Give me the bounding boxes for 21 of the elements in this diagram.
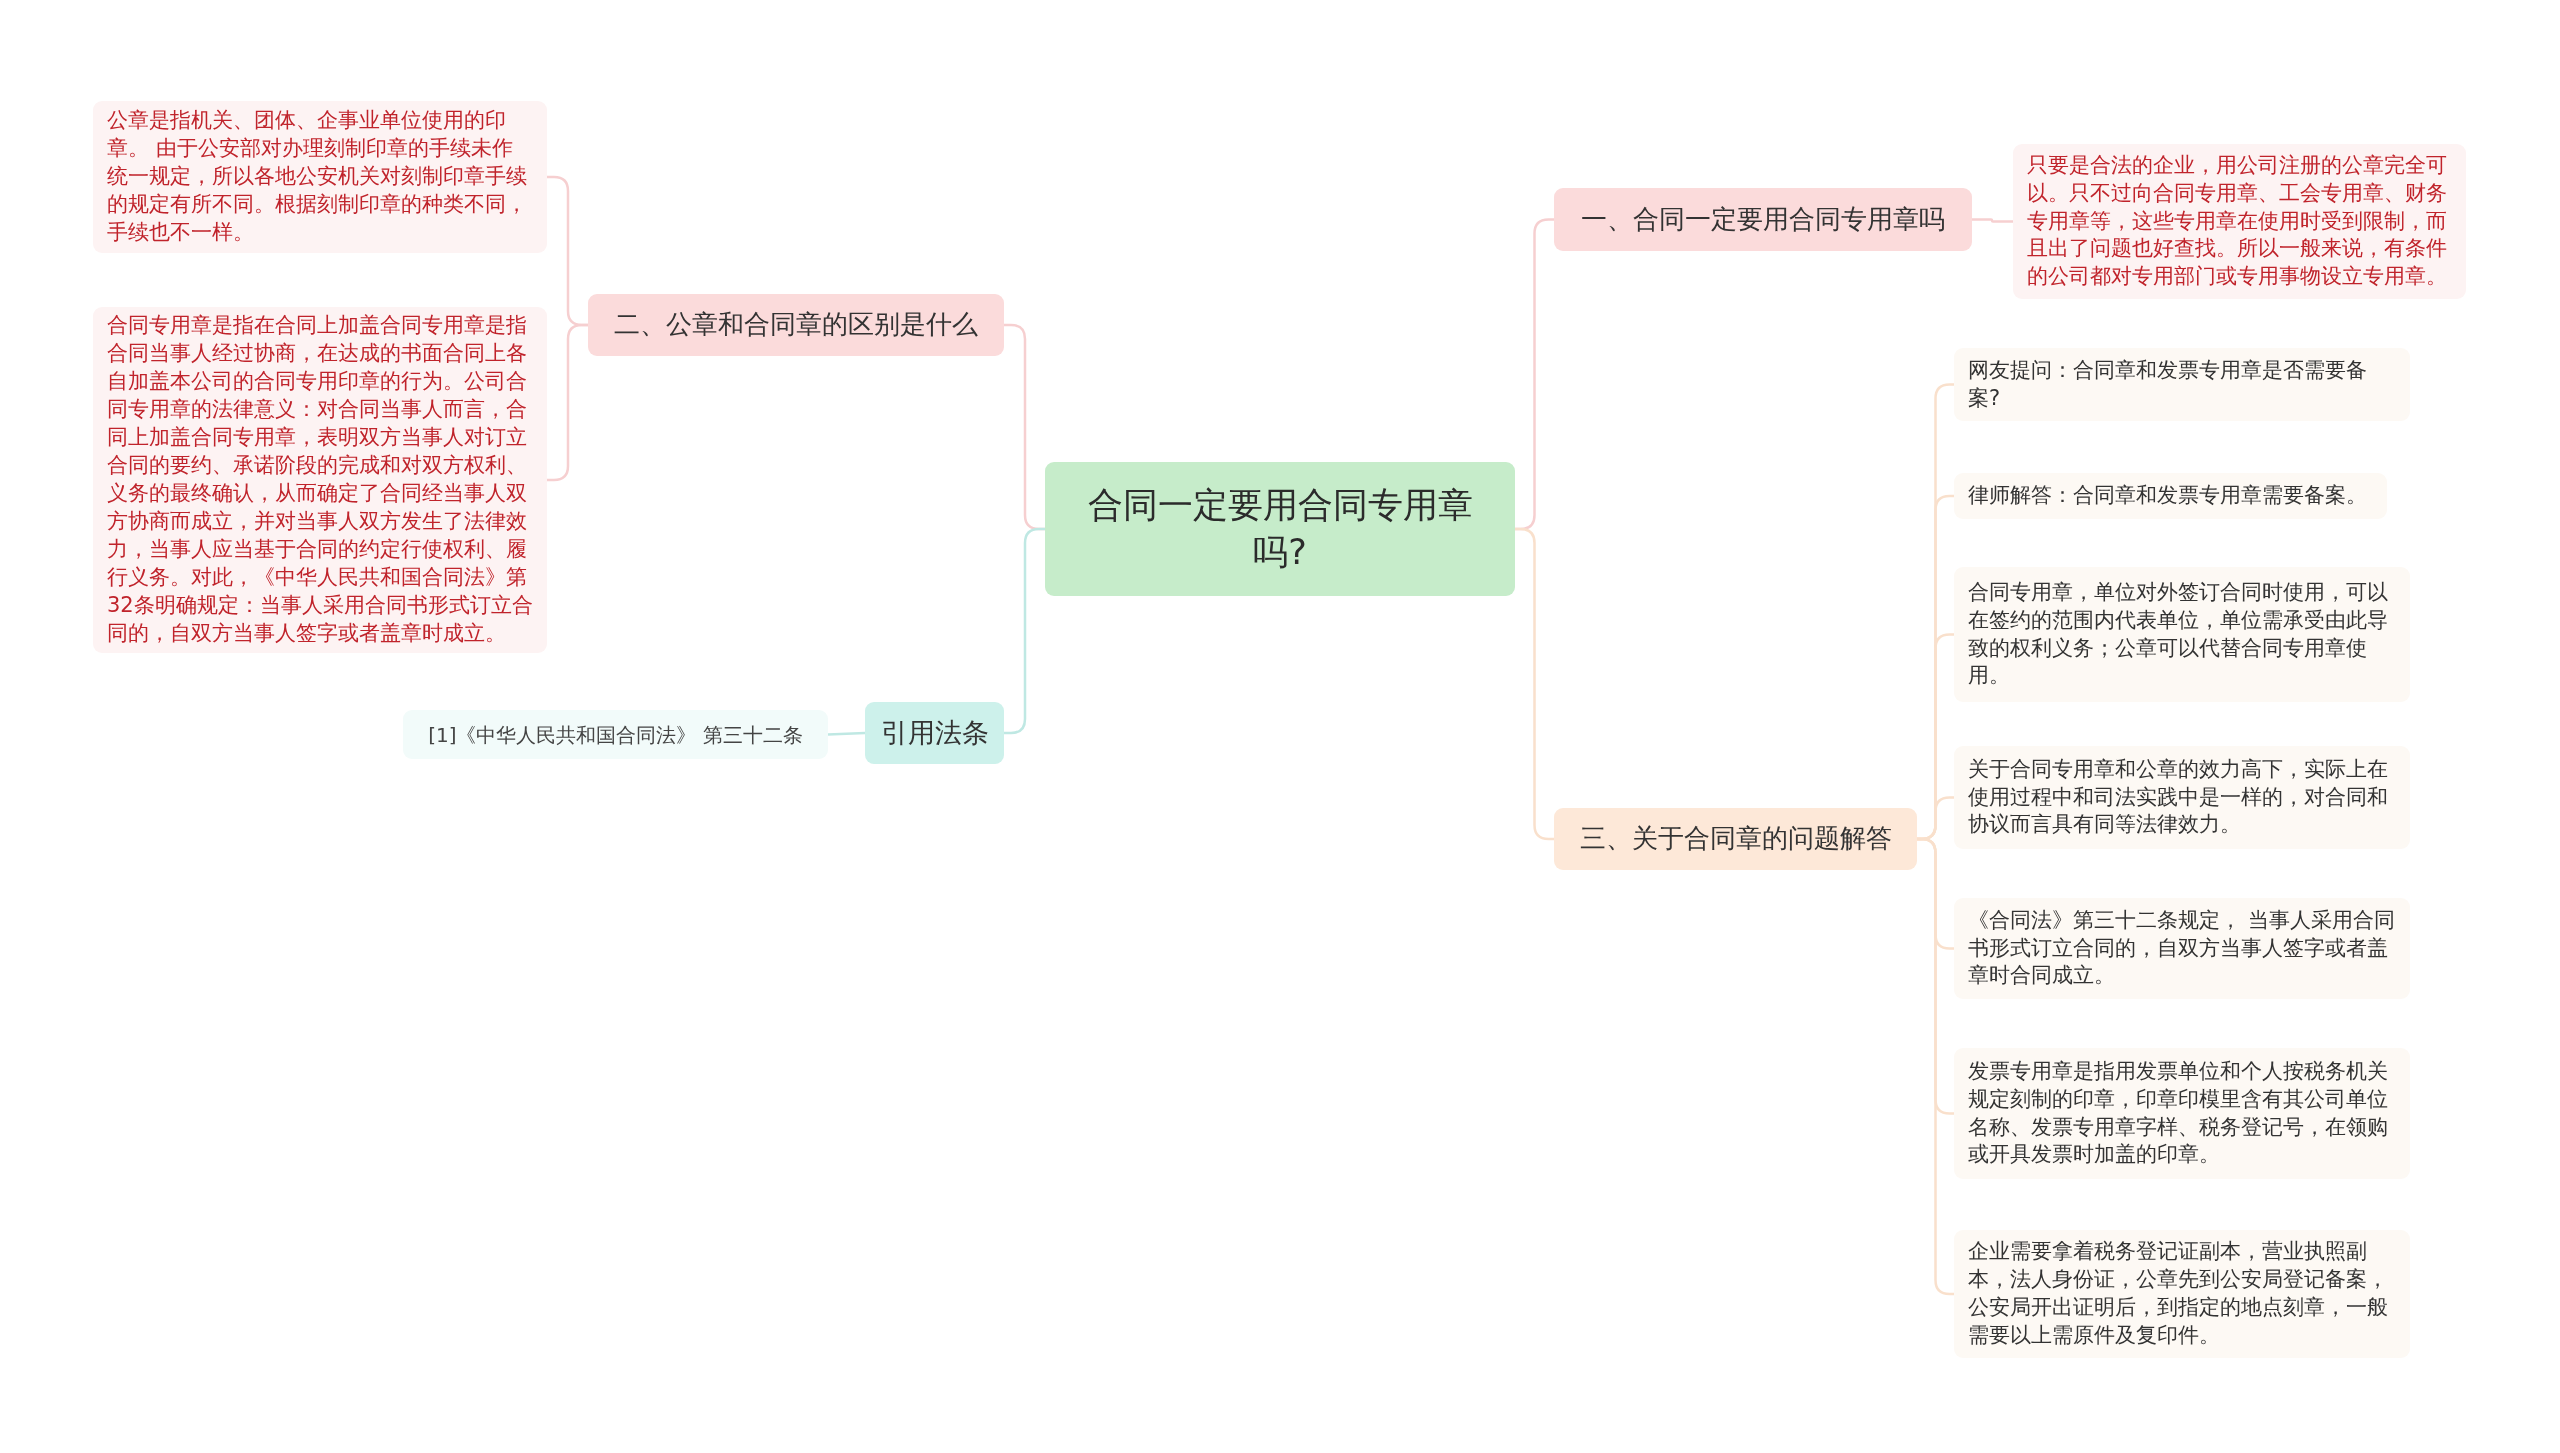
note-box: [1]《中华人民共和国合同法》 第三十二条 [403, 710, 828, 759]
note-box: 合同专用章，单位对外签订合同时使用，可以在签约的范围内代表单位，单位需承受由此导致的权利义务；公章可以代替合同专用章使用。 [1954, 567, 2410, 702]
note-box: 关于合同专用章和公章的效力高下，实际上在使用过程中和司法实践中是一样的，对合同和协议而言具有同等法律效力。 [1954, 746, 2410, 849]
topic-box: 合同一定要用合同专用章吗? [1045, 462, 1515, 596]
branch-box: 三、关于合同章的问题解答 [1554, 808, 1917, 870]
note-box: 合同专用章是指在合同上加盖合同专用章是指合同当事人经过协商，在达成的书面合同上各自加盖本公司的合同专用印章的行为。公司合同专用章的法律意义：对合同当事人而言，合同上加盖合同专用章，表明双方当事人对订立合同的要约、承诺阶段的完成和对双方权利、义务的最终确认，从而确定了合同经当事人双方协商而成立，并对当事人双方发生了法律效力，当事人应当基于合同的约定行使权利、履行义务。对此，《中华人民共和国合同法》第32条明确规定：当事人采用合同书形式订立合同的，自双方当事人签字或者盖章时成立。 [93, 307, 547, 653]
connector-line [1004, 527, 1045, 735]
connector-line [1972, 218, 2013, 223]
note-box: 律师解答：合同章和发票专用章需要备案。 [1954, 473, 2387, 519]
branch-box: 引用法条 [865, 702, 1004, 764]
note-box: 网友提问：合同章和发票专用章是否需要备案? [1954, 348, 2410, 421]
connector-line [1917, 837, 1954, 1296]
note-box: 企业需要拿着税务登记证副本，营业执照副本，法人身份证，公章先到公安局登记备案，公安局开出证明后，到指定的地点刻章，一般需要以上需原件及复印件。 [1954, 1230, 2410, 1358]
note-box: 《合同法》第三十二条规定， 当事人采用合同书形式订立合同的，自双方当事人签字或者盖章时合同成立。 [1954, 898, 2410, 999]
connector-line [547, 323, 588, 482]
note-box: 公章是指机关、团体、企事业单位使用的印章。 由于公安部对办理刻制印章的手续未作统一规定，所以各地公安机关对刻制印章手续的规定有所不同。根据刻制印章的种类不同，手续也不一样。 [93, 101, 547, 253]
connector-line [827, 731, 866, 736]
branch-box: 二、公章和合同章的区别是什么 [588, 294, 1004, 356]
note-box: 只要是合法的企业，用公司注册的公章完全可以。只不过向合同专用章、工会专用章、财务专用章等，这些专用章在使用时受到限制，而且出了问题也好查找。所以一般来说，有条件的公司都对专用部门或专用事物设立专用章。 [2013, 144, 2466, 299]
note-box: 发票专用章是指用发票单位和个人按税务机关规定刻制的印章，印章印模里含有其公司单位名称、发票专用章字样、税务登记号，在领购或开具发票时加盖的印章。 [1954, 1048, 2410, 1179]
branch-box: 一、合同一定要用合同专用章吗 [1554, 188, 1972, 251]
